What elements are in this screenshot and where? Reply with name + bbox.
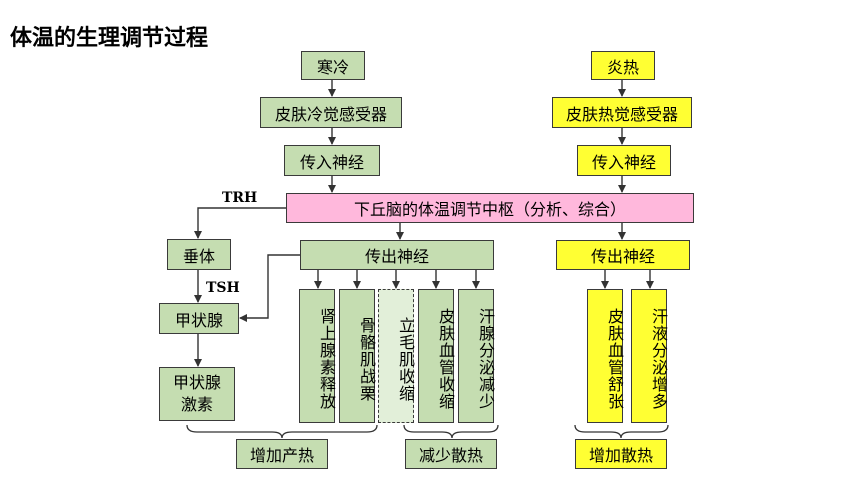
cold-efferent-nerve-box: 传出神经 [300, 240, 494, 270]
hot-effect-sweat-increase-box: 汗液分泌增多 [631, 289, 668, 423]
pituitary-box: 垂体 [167, 239, 231, 270]
tsh-label: TSH [206, 280, 240, 296]
hot-stimulus-box: 炎热 [591, 51, 655, 80]
hot-afferent-nerve-box: 传入神经 [577, 145, 671, 176]
cold-effect-adrenaline-box: 肾上腺素释放 [299, 289, 336, 423]
thyroid-hormone-box: 甲状腺激素 [159, 367, 235, 421]
cold-stimulus-box: 寒冷 [301, 51, 365, 80]
cold-receptor-box: 皮肤冷觉感受器 [260, 97, 402, 128]
hot-receptor-box: 皮肤热觉感受器 [552, 97, 692, 128]
increase-heat-loss-box: 增加散热 [575, 439, 667, 469]
trh-label: TRH [222, 190, 258, 206]
page-title: 体温的生理调节过程 [10, 26, 209, 51]
cold-effect-sweat-reduction-box: 汗腺分泌减少 [458, 289, 495, 423]
hot-effect-vasodilation-box: 皮肤血管舒张 [587, 289, 624, 423]
hot-efferent-nerve-box: 传出神经 [556, 240, 690, 270]
cold-effect-piloerection-box: 立毛肌收缩 [378, 289, 415, 423]
hypothalamus-center-box: 下丘脑的体温调节中枢（分析、综合） [286, 193, 694, 223]
thyroid-box: 甲状腺 [159, 303, 239, 334]
increase-heat-production-box: 增加产热 [236, 439, 328, 469]
reduce-heat-loss-box: 减少散热 [405, 439, 497, 469]
cold-effect-vasoconstriction-box: 皮肤血管收缩 [418, 289, 455, 423]
cold-afferent-nerve-box: 传入神经 [284, 145, 380, 176]
cold-effect-shivering-box: 骨骼肌战栗 [339, 289, 376, 423]
